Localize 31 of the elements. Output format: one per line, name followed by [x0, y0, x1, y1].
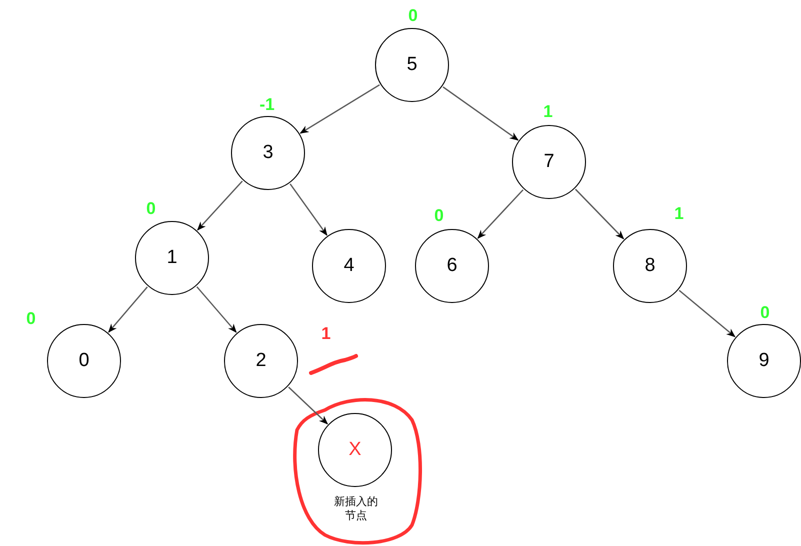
arrow	[288, 386, 328, 424]
arrow	[197, 180, 243, 231]
arrow	[575, 188, 624, 240]
balance-factor: 0	[26, 310, 36, 328]
node-label: 1	[166, 248, 178, 268]
node-caption: 新插入的节点	[333, 495, 379, 523]
node-label: 0	[78, 351, 90, 371]
node-label: 6	[446, 256, 458, 276]
balance-factor: 0	[434, 207, 444, 225]
balance-factor: 0	[760, 304, 770, 322]
arrow	[196, 286, 237, 333]
arrow	[442, 86, 519, 141]
node-label: 3	[262, 143, 274, 163]
node-label: 7	[542, 152, 556, 172]
balance-factor: 1	[321, 325, 331, 343]
balance-factor: -1	[259, 96, 275, 114]
node-label: 2	[254, 351, 268, 371]
node-label: 4	[342, 256, 356, 276]
arrow	[300, 84, 380, 134]
node-label: 8	[644, 256, 656, 276]
node-label: 9	[758, 351, 770, 371]
node-label: X	[348, 440, 362, 460]
arrow	[290, 184, 328, 236]
balance-factor: 1	[674, 205, 684, 223]
arrow	[477, 189, 524, 239]
arrow	[678, 290, 736, 338]
balance-factor: 0	[146, 200, 156, 218]
balance-factor: 1	[543, 103, 553, 121]
arrow	[108, 286, 148, 333]
node-label: 5	[406, 55, 418, 75]
balance-factor: 0	[408, 7, 418, 25]
